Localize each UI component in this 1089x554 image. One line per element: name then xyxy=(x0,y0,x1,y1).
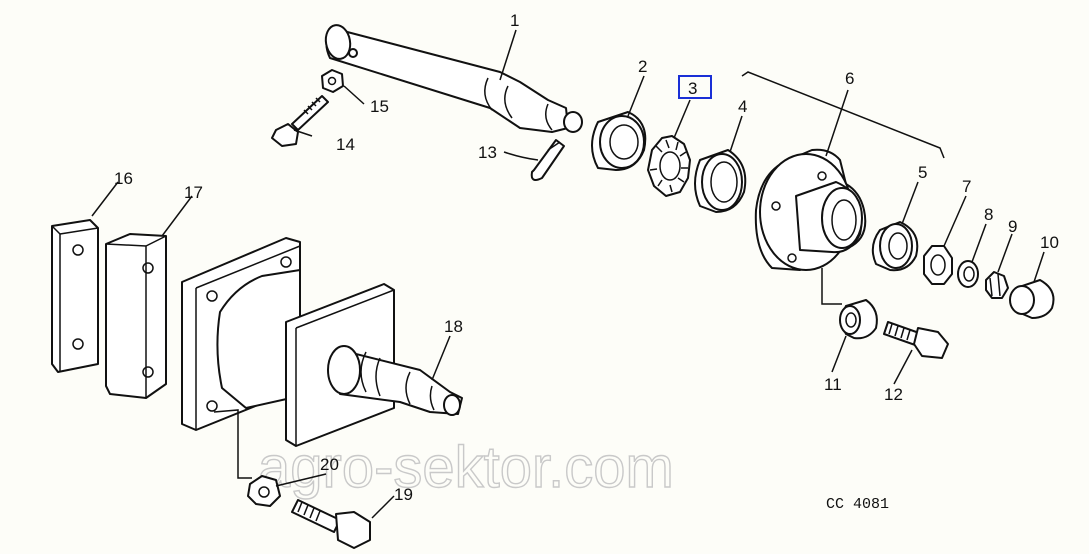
label-18[interactable]: 18 xyxy=(444,317,463,336)
label-2[interactable]: 2 xyxy=(638,57,647,76)
label-3[interactable]: 3 xyxy=(688,79,697,98)
part-20-leader xyxy=(213,409,252,479)
part-16-plate xyxy=(51,219,99,373)
part-8-washer xyxy=(957,260,979,288)
part-7-tab-washer xyxy=(923,245,953,285)
part-19-bolt xyxy=(291,499,371,549)
part-13-cotter-pin xyxy=(530,139,565,181)
part-6-hub xyxy=(754,148,867,271)
part-4-bearing-cup xyxy=(694,149,747,213)
label-19[interactable]: 19 xyxy=(394,485,413,504)
part-9-castle-nut xyxy=(985,271,1009,299)
part-5-bearing-cone xyxy=(871,221,919,272)
part-labels: 1 2 3 4 5 6 7 8 9 10 11 12 13 14 15 16 1… xyxy=(114,11,1059,504)
part-11-leader xyxy=(821,268,842,305)
part-14-bolt xyxy=(271,95,329,147)
label-3-highlight xyxy=(678,75,712,99)
label-4[interactable]: 4 xyxy=(738,97,747,116)
label-16[interactable]: 16 xyxy=(114,169,133,188)
drawing-code: CC 4081 xyxy=(826,496,889,513)
part-1-spindle xyxy=(324,24,583,133)
label-13[interactable]: 13 xyxy=(478,143,497,162)
part-18-stub-axle xyxy=(181,237,463,447)
part-12-bolt xyxy=(883,321,949,359)
label-10[interactable]: 10 xyxy=(1040,233,1059,252)
label-20[interactable]: 20 xyxy=(320,455,339,474)
watermark: agro-sektor.com xyxy=(258,435,674,500)
part-20-nut xyxy=(247,475,281,507)
leader-lines xyxy=(91,29,1045,519)
label-11[interactable]: 11 xyxy=(824,375,842,394)
part-15-nut xyxy=(321,69,344,93)
assembly-bracket xyxy=(741,71,945,159)
part-2-bearing-cup xyxy=(591,111,647,171)
label-6[interactable]: 6 xyxy=(845,69,854,88)
label-12[interactable]: 12 xyxy=(884,385,903,404)
part-10-hub-cap xyxy=(1009,279,1055,319)
label-1[interactable]: 1 xyxy=(510,11,519,30)
label-17[interactable]: 17 xyxy=(184,183,203,202)
part-3-roller-bearing xyxy=(647,135,691,197)
label-14[interactable]: 14 xyxy=(336,135,355,154)
label-9[interactable]: 9 xyxy=(1008,217,1017,236)
label-15[interactable]: 15 xyxy=(370,97,389,116)
label-5[interactable]: 5 xyxy=(918,163,927,182)
part-17-block xyxy=(105,233,167,399)
part-11-spacer xyxy=(839,299,878,340)
label-8[interactable]: 8 xyxy=(984,205,993,224)
label-7[interactable]: 7 xyxy=(962,177,971,196)
